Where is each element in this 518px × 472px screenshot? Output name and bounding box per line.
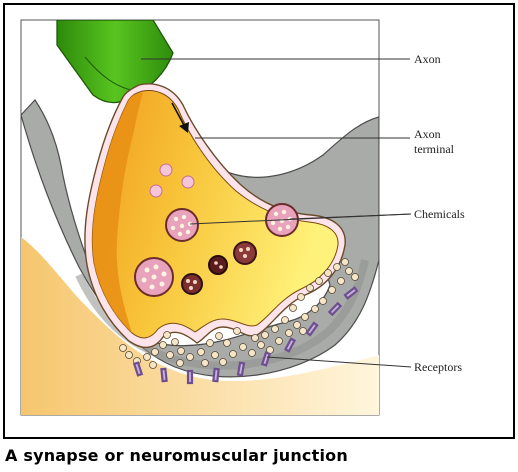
label-axon-terminal-2: terminal (414, 142, 455, 156)
synapse-diagram: Axon Axon terminal Chemicals Receptors (20, 19, 465, 416)
signal-arrowhead (179, 122, 189, 133)
receptors-leader-line (266, 356, 412, 368)
vesicle-large (134, 257, 174, 297)
label-receptors: Receptors (414, 360, 462, 374)
figure-caption: A synapse or neuromuscular junction (5, 446, 348, 465)
vesicle-small (159, 163, 173, 177)
vesicle-small (181, 175, 195, 189)
figure-frame: Axon Axon terminal Chemicals Receptors (3, 3, 515, 439)
vesicle-dark (233, 241, 257, 265)
signal-arrow (171, 102, 186, 128)
terminal-shading (92, 93, 143, 333)
muscle-tissue (21, 237, 379, 415)
receptor-group (132, 286, 359, 385)
vesicle-small (149, 184, 163, 198)
label-chemicals: Chemicals (414, 207, 465, 221)
label-axon-terminal-1: Axon (414, 127, 441, 141)
label-axon: Axon (414, 52, 441, 66)
chemicals-leader-line-2 (289, 213, 412, 220)
vesicle-dark (208, 255, 228, 275)
vesicle-large (165, 208, 199, 242)
vesicle-dark (181, 273, 203, 295)
neurotransmitter-cluster (119, 258, 359, 369)
